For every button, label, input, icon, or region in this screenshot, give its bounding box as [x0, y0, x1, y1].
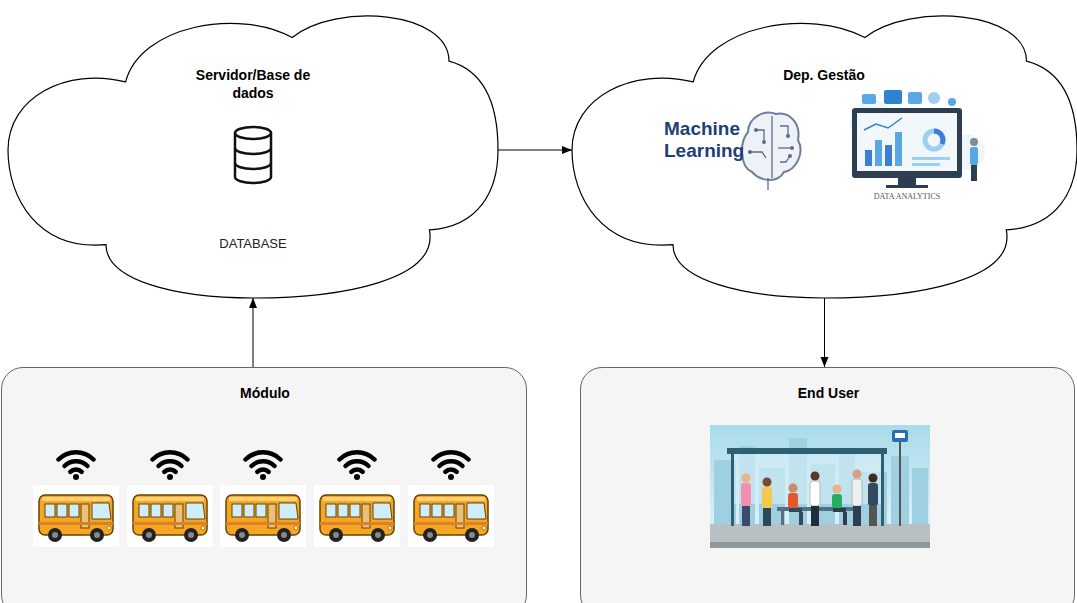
wifi-icon — [153, 452, 188, 480]
flow-arrow — [498, 150, 572, 151]
cloud-shape — [572, 16, 1077, 298]
flow-arrow — [253, 298, 254, 367]
caption-text: DATA ANALYTICS — [847, 192, 967, 202]
cloud-title: Dep. Gestão — [764, 66, 884, 84]
wifi-icon — [434, 452, 469, 480]
waiting-people — [741, 470, 878, 527]
wifi-icon — [59, 452, 94, 480]
cloud-shape — [8, 16, 498, 298]
bus-fleet — [2, 368, 526, 603]
logo-text: Machine Learning — [664, 118, 744, 162]
server-cloud: Servidor/Base de dadosDATABASE — [8, 2, 498, 298]
bus-stop-scene — [581, 368, 1074, 603]
database-label: DATABASE — [193, 236, 313, 252]
wifi-icon — [340, 452, 375, 480]
cloud-title: Servidor/Base de dados — [193, 66, 313, 102]
bus-icon — [408, 485, 494, 547]
bus-icon — [220, 485, 306, 547]
analytics-illustration — [572, 2, 1077, 298]
module-panel: Módulo — [1, 367, 527, 603]
cloud-outline — [572, 2, 1077, 298]
wifi-icon — [246, 452, 281, 480]
bus-icon — [127, 485, 213, 547]
brain-icon — [742, 113, 800, 190]
bus-icon — [33, 485, 119, 547]
bus-icon — [314, 485, 400, 547]
flow-arrow — [824, 298, 825, 367]
cloud-outline — [8, 2, 498, 298]
management-cloud: Dep. GestãoMachine LearningDATA ANALYTIC… — [572, 2, 1077, 298]
analytics-monitor — [850, 90, 985, 188]
database-icon — [8, 2, 498, 298]
panel-title: End User — [581, 384, 1076, 402]
end-user-panel: End User — [580, 367, 1075, 603]
panel-title: Módulo — [2, 384, 528, 402]
